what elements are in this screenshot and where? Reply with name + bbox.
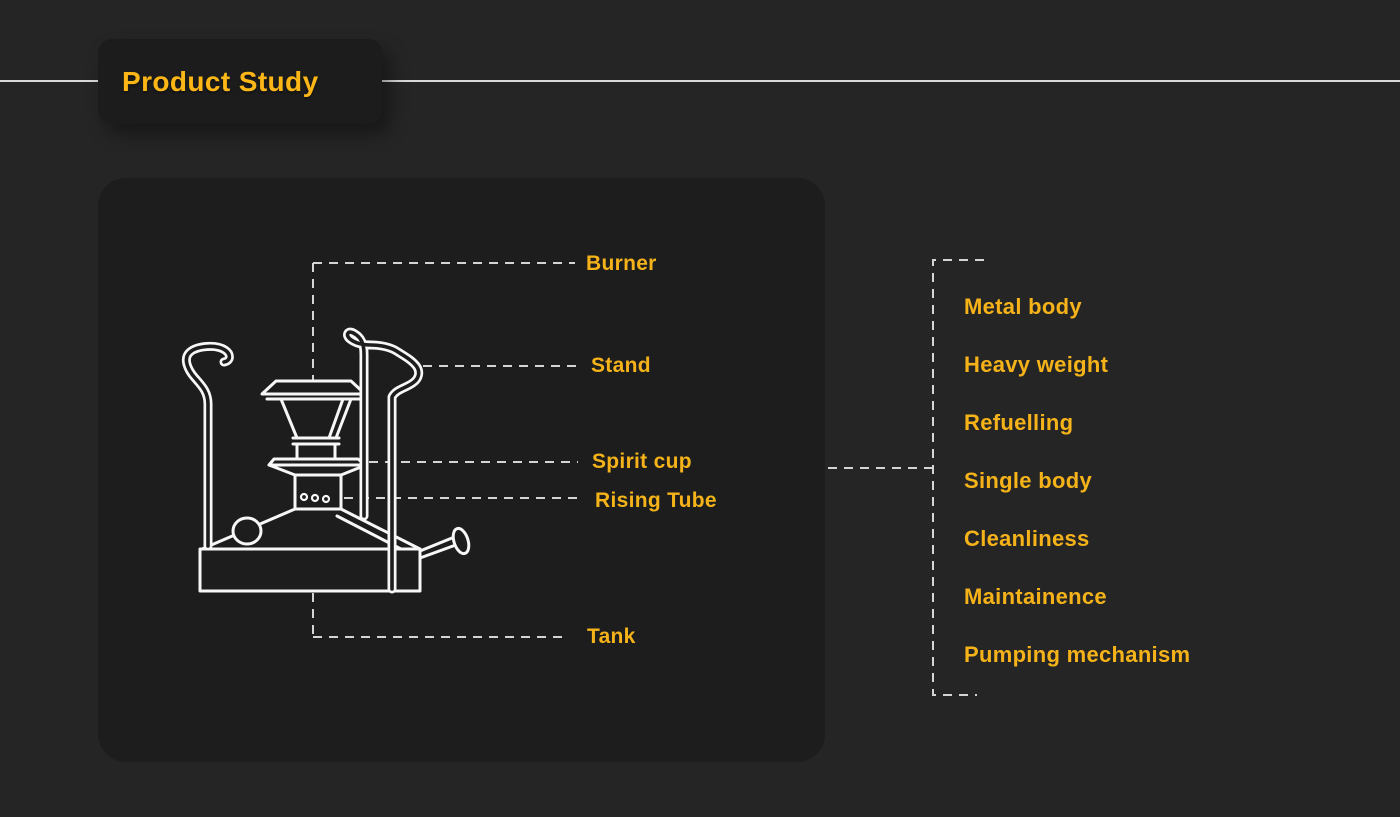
attribute-item-pumping-mechanism: Pumping mechanism — [964, 642, 1191, 667]
attribute-bracket — [828, 259, 984, 696]
attribute-item-single-body: Single body — [964, 468, 1092, 493]
attribute-item-heavy-weight: Heavy weight — [964, 352, 1109, 377]
header-rule-line — [0, 80, 1400, 82]
title-card: Product Study — [98, 39, 382, 124]
attribute-item-refuelling: Refuelling — [964, 410, 1074, 435]
attribute-item-cleanliness: Cleanliness — [964, 526, 1090, 551]
part-label-rising-tube: Rising Tube — [595, 489, 717, 512]
attribute-item-metal-body: Metal body — [964, 294, 1082, 319]
part-label-burner: Burner — [586, 252, 657, 275]
part-label-spirit-cup: Spirit cup — [592, 450, 692, 473]
attribute-item-maintainence: Maintainence — [964, 584, 1107, 609]
part-label-stand: Stand — [591, 354, 651, 377]
page-title: Product Study — [122, 65, 319, 97]
part-label-tank: Tank — [587, 625, 636, 648]
attribute-list: Metal body Heavy weight Refuelling Singl… — [964, 295, 1190, 701]
illustration-panel — [98, 178, 825, 762]
